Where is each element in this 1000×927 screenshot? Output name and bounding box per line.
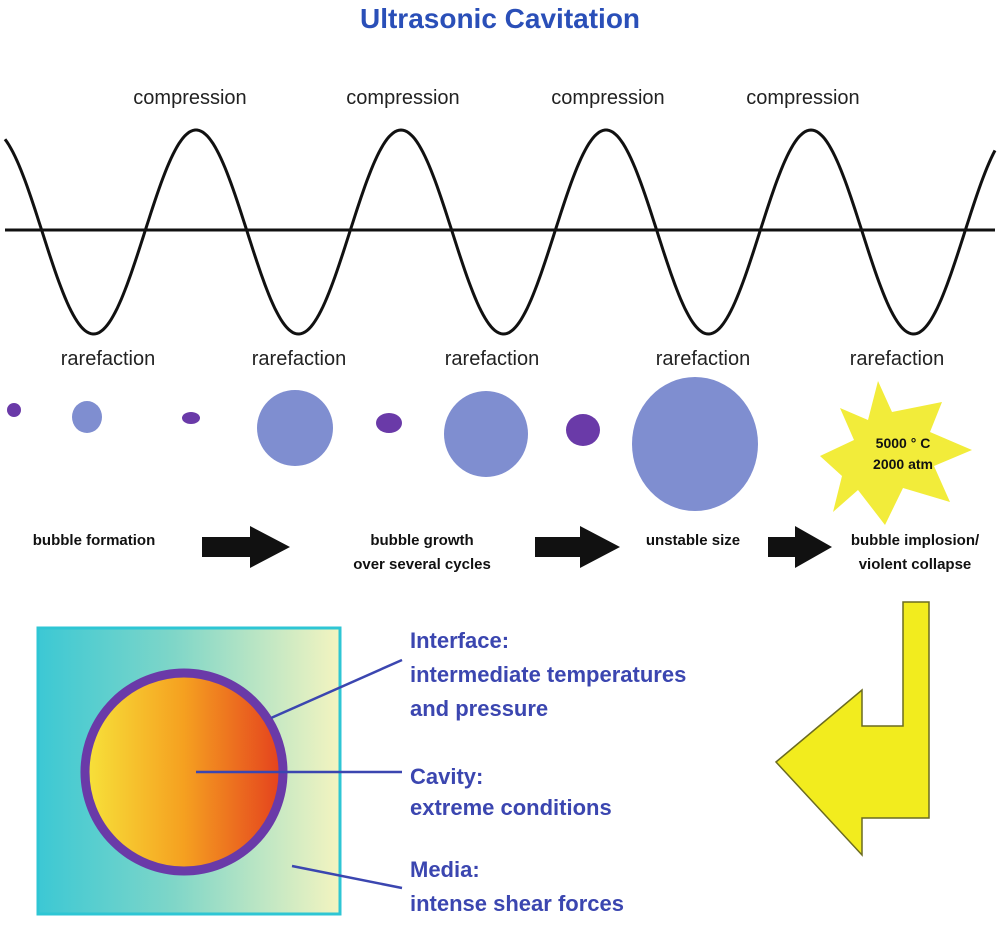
bubble-sequence — [7, 377, 758, 511]
zone-descriptions: Interface: intermediate temperatures and… — [410, 628, 686, 916]
stage-growth-sublabel: over several cycles — [353, 556, 491, 573]
compression-label: compression — [133, 87, 246, 109]
implosion-star: 5000 ° C 2000 atm — [820, 381, 972, 525]
cavity-title: Cavity: — [410, 764, 483, 789]
rarefaction-label: rarefaction — [252, 348, 347, 370]
bubble-compressed — [566, 414, 600, 446]
cavity-description: extreme conditions — [410, 795, 612, 820]
interface-leader-line — [270, 658, 403, 720]
stage-unstable-label: unstable size — [646, 532, 740, 549]
stage-formation-label: bubble formation — [33, 532, 156, 549]
rarefaction-label: rarefaction — [850, 348, 945, 370]
arrow-right-icon — [535, 526, 620, 568]
pressure-wave — [3, 128, 997, 336]
rarefaction-labels: rarefaction rarefaction rarefaction rare… — [61, 348, 945, 370]
bubble-expanded — [257, 390, 333, 466]
interface-description-cont: and pressure — [410, 696, 548, 721]
bubble-unstable — [632, 377, 758, 511]
return-arrow-icon — [774, 601, 930, 857]
diagram-title: Ultrasonic Cavitation — [360, 3, 640, 34]
rarefaction-label: rarefaction — [61, 348, 156, 370]
interface-description: intermediate temperatures — [410, 662, 686, 687]
rarefaction-label: rarefaction — [445, 348, 540, 370]
arrow-right-icon — [202, 526, 290, 568]
interface-title: Interface: — [410, 628, 509, 653]
stage-implosion-label: bubble implosion/ — [851, 532, 980, 549]
bubble-expanded — [444, 391, 528, 477]
media-leader-line — [291, 864, 403, 890]
media-title: Media: — [410, 857, 480, 882]
stage-arrows — [202, 526, 832, 568]
stage-growth-label: bubble growth — [370, 532, 473, 549]
bubble-compressed — [376, 413, 402, 433]
arrow-right-icon — [768, 526, 832, 568]
rarefaction-label: rarefaction — [656, 348, 751, 370]
bubble-expanded — [72, 401, 102, 433]
bubble-compressed — [7, 403, 21, 417]
stage-implosion-sublabel: violent collapse — [859, 556, 972, 573]
implosion-pressure: 2000 atm — [873, 456, 933, 472]
compression-label: compression — [746, 87, 859, 109]
stage-labels: bubble formation bubble growth over seve… — [33, 532, 980, 573]
compression-labels: compression compression compression comp… — [133, 87, 859, 109]
compression-label: compression — [551, 87, 664, 109]
implosion-temperature: 5000 ° C — [876, 435, 931, 451]
implosion-star-shape — [820, 381, 972, 525]
bubble-compressed — [182, 412, 200, 424]
compression-label: compression — [346, 87, 459, 109]
media-description: intense shear forces — [410, 891, 624, 916]
